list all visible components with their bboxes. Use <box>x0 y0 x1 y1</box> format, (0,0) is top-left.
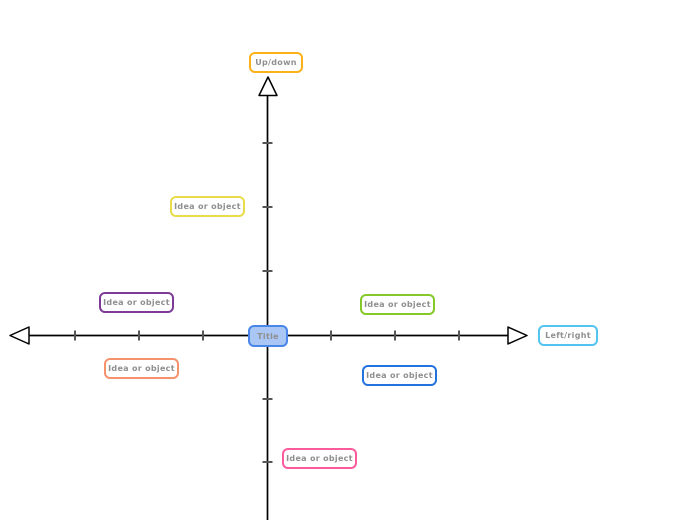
up-arrowhead-icon <box>258 76 278 97</box>
right-arrowhead-icon <box>507 326 528 345</box>
left-arrowhead-icon <box>9 326 30 345</box>
axis-label-updown-text: Up/down <box>255 58 297 67</box>
idea-node-right-below[interactable]: Idea or object <box>362 365 437 386</box>
title-node-text: Title <box>257 331 279 341</box>
idea-node-label: Idea or object <box>174 202 241 211</box>
idea-node-label: Idea or object <box>103 298 170 307</box>
idea-node-label: Idea or object <box>286 454 353 463</box>
idea-node-left-above[interactable]: Idea or object <box>99 292 174 313</box>
idea-node-label: Idea or object <box>366 371 433 380</box>
idea-node-label: Idea or object <box>364 300 431 309</box>
title-node[interactable]: Title <box>248 325 288 347</box>
idea-node-right-above[interactable]: Idea or object <box>360 294 435 315</box>
idea-node-left-below[interactable]: Idea or object <box>104 358 179 379</box>
idea-node-bottom[interactable]: Idea or object <box>282 448 357 469</box>
idea-node-upper-left[interactable]: Idea or object <box>170 196 245 217</box>
axis-label-leftright[interactable]: Left/right <box>538 325 598 346</box>
axis-label-updown[interactable]: Up/down <box>249 52 303 73</box>
idea-node-label: Idea or object <box>108 364 175 373</box>
axis-label-leftright-text: Left/right <box>545 331 591 340</box>
